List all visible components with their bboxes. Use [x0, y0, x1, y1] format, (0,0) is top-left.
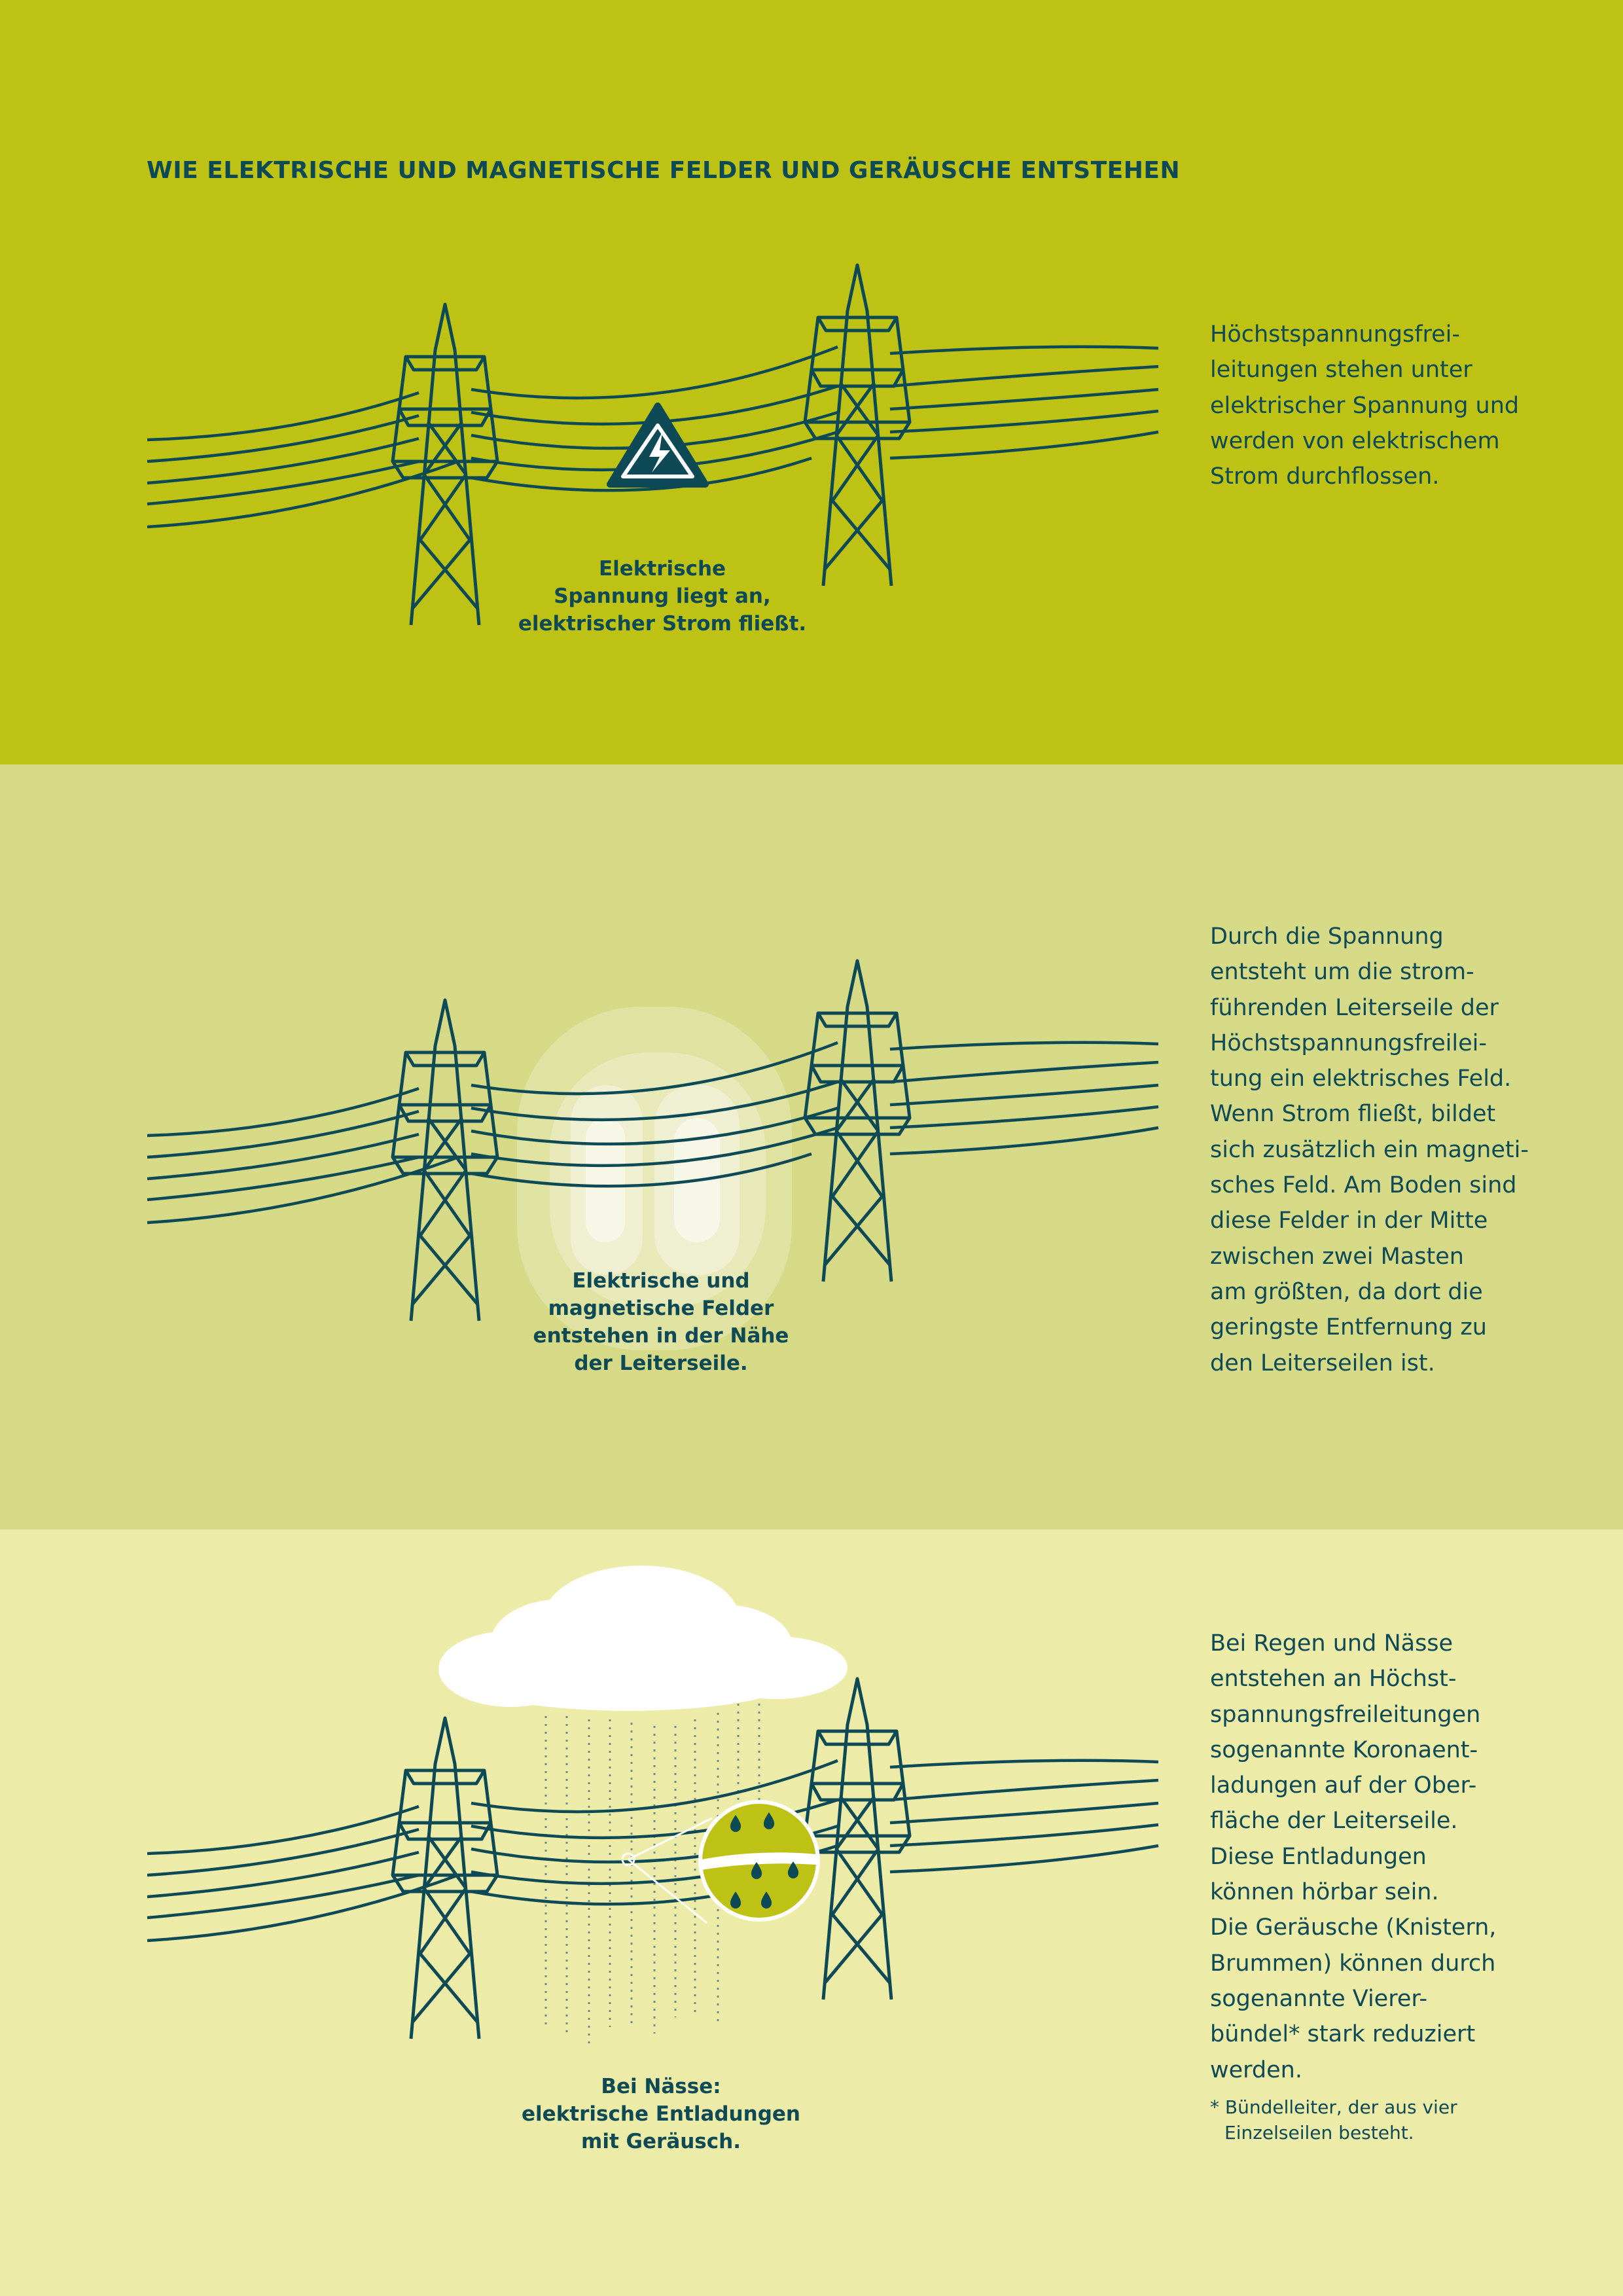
caption-voltage: Elektrische Spannung liegt an, elektrisc…: [433, 555, 891, 637]
droplet-icon: [730, 1815, 741, 1832]
body-line: Durch die Spannung: [1210, 924, 1444, 950]
body-line: führenden Leiterseile der: [1210, 994, 1499, 1021]
body-line: sogenannte Vierer-: [1210, 1985, 1428, 2012]
body-line: diese Felder in der Mitte: [1210, 1208, 1488, 1234]
body-text-fields: Durch die Spannung entsteht um die strom…: [1210, 919, 1529, 1381]
section-voltage-current: WIE ELEKTRISCHE UND MAGNETISCHE FELDER U…: [0, 0, 1623, 764]
high-voltage-warning-icon: [607, 403, 709, 488]
droplet-icon: [751, 1862, 762, 1879]
droplet-icon: [763, 1812, 775, 1829]
body-line: sogenannte Koronaent-: [1210, 1736, 1478, 1763]
caption-line: Bei Nässe:: [601, 2075, 721, 2098]
body-line: bündel* stark reduziert: [1210, 2021, 1476, 2048]
body-line: leitungen stehen unter: [1210, 357, 1472, 384]
body-line: am größten, da dort die: [1210, 1278, 1483, 1305]
body-line: werden von elektrischem: [1210, 427, 1500, 454]
body-line: fläche der Leiterseile.: [1210, 1808, 1458, 1835]
body-line: Höchstspannungsfrei-: [1210, 321, 1461, 348]
power-pylon-icon: [391, 998, 499, 1321]
footnote: * Bündelleiter, der aus vier Einzelseile…: [1210, 2094, 1457, 2145]
caption-line: magnetische Felder: [548, 1297, 774, 1320]
droplet-icon: [760, 1892, 772, 1909]
power-pylon-icon: [391, 302, 499, 626]
body-line: entstehen an Höchst-: [1210, 1666, 1457, 1693]
caption-corona: Bei Nässe: elektrische Entladungen mit G…: [432, 2073, 890, 2155]
caption-line: Elektrische und: [572, 1269, 750, 1293]
body-line: zwischen zwei Masten: [1210, 1243, 1464, 1270]
illustration-fields: [147, 959, 1159, 1350]
section-corona-noise: Bei Nässe: elektrische Entladungen mit G…: [0, 1530, 1623, 2296]
body-line: Die Geräusche (Knistern,: [1210, 1914, 1497, 1941]
body-line: ladungen auf der Ober-: [1210, 1772, 1477, 1799]
caption-line: der Leiterseile.: [574, 1352, 748, 1375]
power-pylon-icon: [391, 1716, 499, 2039]
body-line: den Leiterseilen ist.: [1210, 1350, 1435, 1376]
body-line: Strom durchflossen.: [1210, 463, 1440, 490]
power-line-wires: [147, 1759, 1159, 1943]
power-line-wires: [147, 345, 1159, 529]
cloud-icon: [438, 1566, 847, 1711]
droplet-icon: [787, 1861, 799, 1878]
body-line: Diese Entladungen: [1210, 1843, 1427, 1870]
body-line: sches Feld. Am Boden sind: [1210, 1172, 1517, 1199]
body-text-voltage: Höchstspannungsfrei- leitungen stehen un…: [1210, 317, 1519, 494]
illustration-corona: [147, 1566, 1159, 2043]
body-line: sich zusätzlich ein magneti-: [1210, 1136, 1529, 1163]
body-line: werden.: [1210, 2056, 1302, 2083]
body-line: Höchstspannungsfreilei-: [1210, 1030, 1488, 1056]
body-line: spannungsfreileitungen: [1210, 1701, 1481, 1728]
droplet-icon: [730, 1892, 741, 1909]
body-line: können hörbar sein.: [1210, 1879, 1439, 1906]
footnote-line: * Bündelleiter, der aus vier: [1210, 2096, 1457, 2118]
caption-line: entstehen in der Nähe: [533, 1324, 789, 1348]
caption-line: elektrischer Strom fließt.: [518, 612, 807, 636]
body-line: Brummen) können durch: [1210, 1950, 1496, 1977]
caption-line: mit Geräusch.: [581, 2130, 741, 2153]
footnote-line: Einzelseilen besteht.: [1224, 2122, 1414, 2144]
power-pylon-icon: [803, 1677, 912, 2000]
illustration-voltage: [147, 263, 1159, 626]
droplet-group: [730, 1812, 799, 1909]
body-line: Bei Regen und Nässe: [1210, 1630, 1454, 1657]
caption-fields: Elektrische und magnetische Felder entst…: [432, 1267, 890, 1377]
power-pylon-icon: [803, 263, 912, 586]
body-line: elektrischer Spannung und: [1210, 392, 1520, 419]
body-line: tung ein elektrisches Feld.: [1210, 1066, 1512, 1092]
page-title: WIE ELEKTRISCHE UND MAGNETISCHE FELDER U…: [147, 157, 1181, 184]
power-pylon-icon: [803, 959, 912, 1282]
body-text-corona: Bei Regen und Nässe entstehen an Höchst-…: [1210, 1626, 1496, 2088]
body-line: Wenn Strom fließt, bildet: [1210, 1101, 1496, 1128]
caption-line: elektrische Entladungen: [522, 2102, 800, 2126]
body-line: entsteht um die strom-: [1210, 959, 1474, 986]
magnifier-callout: [621, 1800, 820, 1924]
section-fields: Elektrische und magnetische Felder entst…: [0, 764, 1623, 1530]
power-line-wires: [147, 1041, 1159, 1225]
body-line: geringste Entfernung zu: [1210, 1314, 1487, 1341]
caption-line: Elektrische: [598, 557, 726, 581]
caption-line: Spannung liegt an,: [554, 584, 771, 608]
